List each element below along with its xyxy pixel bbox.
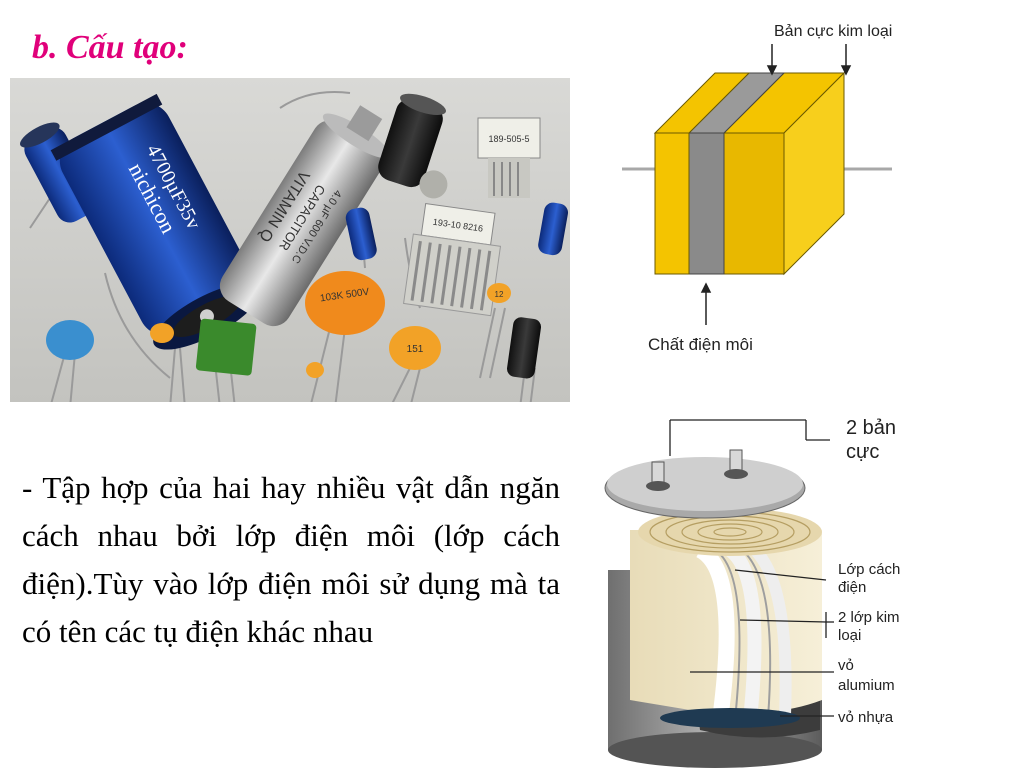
insulator-label-line2: điện — [838, 579, 866, 596]
terminals-label-line2: cực — [846, 441, 879, 463]
insulator-label-line1: Lớp cách — [838, 561, 900, 578]
electrolytic-cutaway-diagram: 2 bản cực Lớp cách điện 2 lớp kim loại v… — [604, 417, 900, 768]
ceramic-disc-capacitor: 103K 500V — [305, 271, 385, 335]
terminals-label-line1: 2 bản — [846, 417, 896, 439]
description-paragraph: - Tập hợp của hai hay nhiều vật dẫn ngăn… — [22, 470, 560, 649]
shell-label-line2: alumium — [838, 677, 895, 694]
section-heading: b. Cấu tạo: — [32, 29, 188, 66]
dielectric-layer — [687, 72, 786, 275]
metal-plate-left — [653, 72, 751, 275]
metal-layers-label-line1: 2 lớp kim — [838, 609, 900, 626]
capacitors-photo: nichicon 4700µF35v VITAMIN Q CAPACITOR 4… — [10, 78, 570, 402]
metal-plate-right — [722, 71, 846, 276]
plastic-shell-label: vỏ nhựa — [838, 709, 894, 726]
svg-text:151: 151 — [407, 344, 424, 355]
metal-film-capacitor: VITAMIN Q CAPACITOR 4.0 µF 600 V.D.C — [219, 105, 390, 327]
metal-layers-label-line2: loại — [838, 627, 861, 644]
dielectric-label: Chất điện môi — [648, 335, 753, 354]
shell-label-line1: vỏ — [838, 657, 854, 674]
svg-text:12: 12 — [495, 290, 504, 299]
metal-plates-label: Bản cực kim loại — [774, 23, 892, 40]
svg-text:189-505-5: 189-505-5 — [488, 134, 529, 144]
parallel-plate-diagram: Bản cực kim loại Chất điện môi — [622, 23, 892, 354]
large-electrolytic-capacitor: nichicon 4700µF35v — [50, 93, 261, 350]
